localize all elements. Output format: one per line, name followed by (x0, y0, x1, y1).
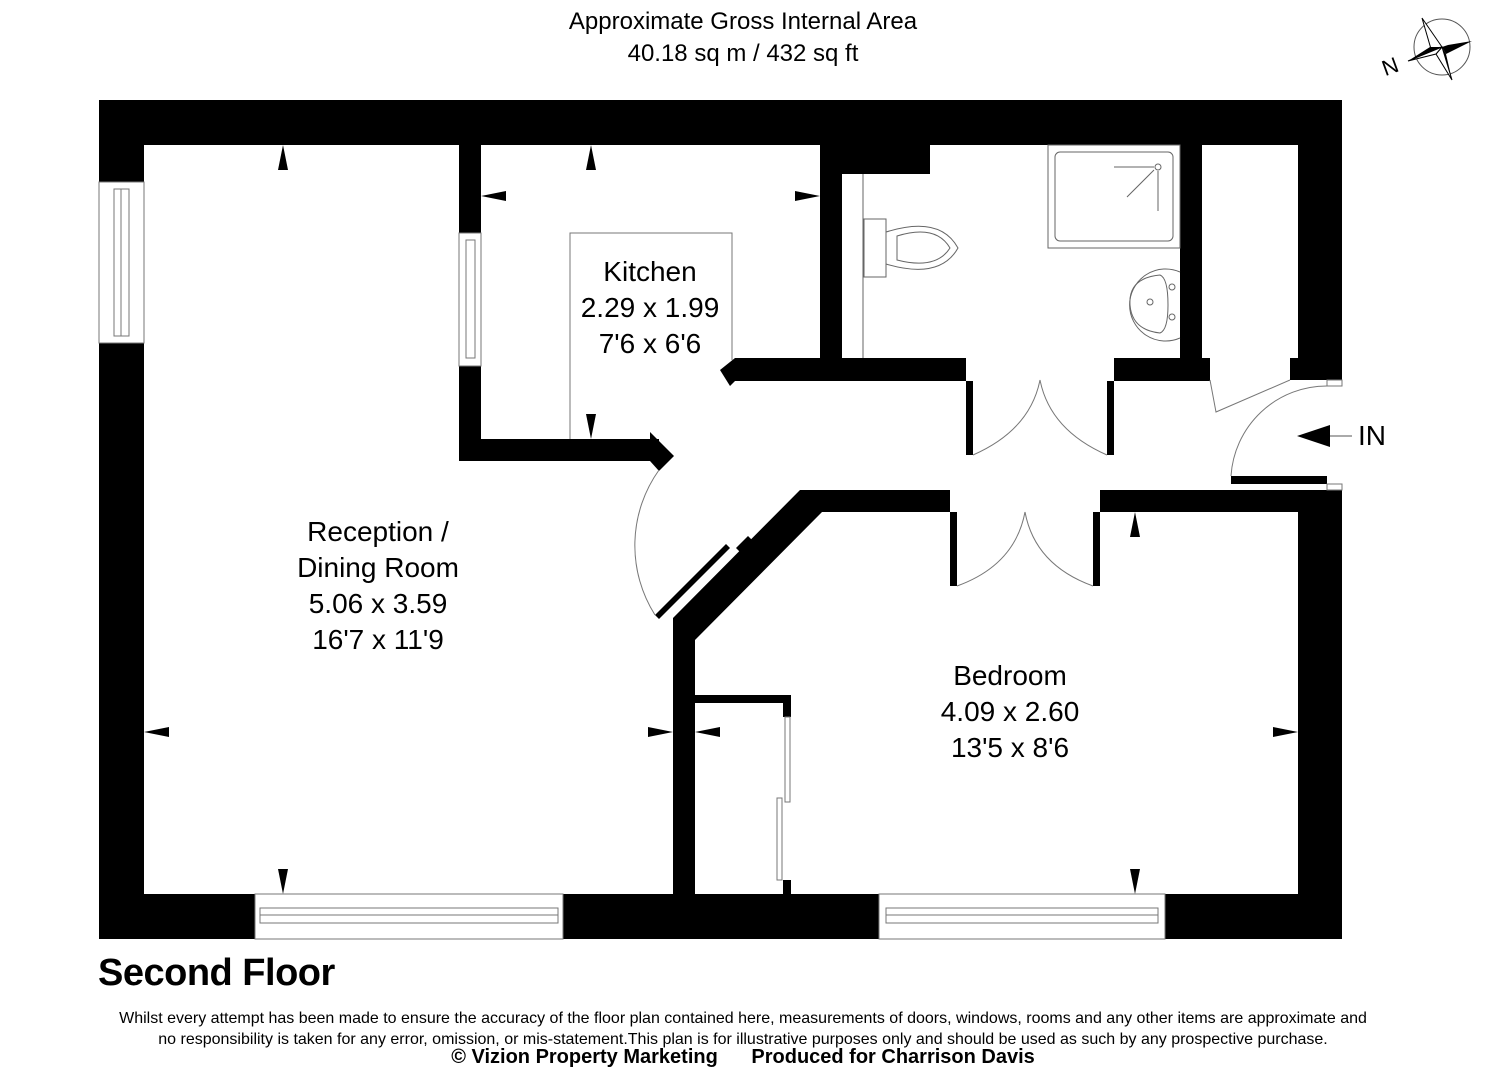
copyright: © Vizion Property Marketing (451, 1046, 718, 1068)
room-imperial: 7'6 x 6'6 (598, 328, 702, 359)
dimension-markers (144, 145, 1298, 894)
compass-rose-icon: N (1378, 17, 1472, 81)
room-imperial: 13'5 x 8'6 (950, 732, 1070, 763)
toilet-icon (862, 174, 959, 358)
room-reception-dining: Reception / Dining Room 5.06 x 3.59 16'7… (258, 514, 498, 658)
room-name-line1: Reception / (307, 516, 449, 547)
room-kitchen: Kitchen 2.29 x 1.99 7'6 x 6'6 (560, 254, 740, 362)
shower-tray-icon (1047, 144, 1181, 249)
windows (98, 181, 1343, 940)
disclaimer: Whilst every attempt has been made to en… (0, 1008, 1486, 1050)
room-name: Kitchen (603, 256, 697, 287)
area-header: Approximate Gross Internal Area 40.18 sq… (0, 6, 1486, 70)
header-area: 40.18 sq m / 432 sq ft (627, 40, 859, 67)
credits: © Vizion Property Marketing Produced for… (0, 1046, 1486, 1069)
room-metric: 4.09 x 2.60 (940, 696, 1080, 727)
floor-title: Second Floor (98, 952, 335, 994)
room-name-line2: Dining Room (297, 552, 459, 583)
header-title: Approximate Gross Internal Area (568, 8, 918, 35)
room-bedroom: Bedroom 4.09 x 2.60 13'5 x 8'6 (910, 658, 1110, 766)
disclaimer-line1: Whilst every attempt has been made to en… (119, 1010, 1367, 1027)
room-metric: 2.29 x 1.99 (580, 292, 720, 323)
room-metric: 5.06 x 3.59 (308, 588, 448, 619)
disclaimer-line2: no responsibility is taken for any error… (158, 1031, 1328, 1048)
door-swings (569, 232, 1328, 881)
walls (99, 100, 1342, 939)
room-name: Bedroom (953, 660, 1067, 691)
produced-for: Produced for Charrison Davis (751, 1046, 1035, 1068)
entrance-label: IN (1358, 420, 1386, 451)
entrance-arrow-icon (1297, 425, 1352, 447)
room-imperial: 16'7 x 11'9 (312, 624, 444, 655)
wash-basin-icon (1129, 268, 1181, 342)
